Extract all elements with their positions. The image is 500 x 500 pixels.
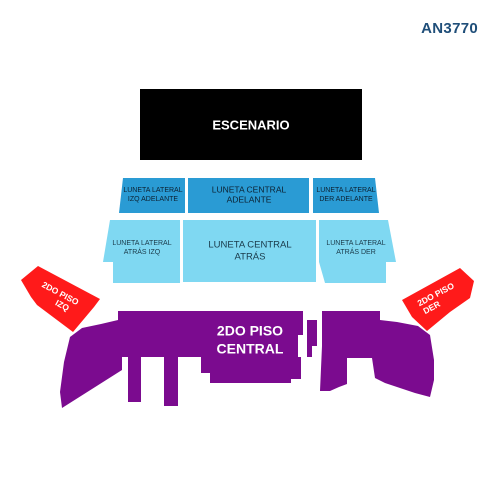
section-luneta-lateral-der-adelante[interactable]: LUNETA LATERAL DER ADELANTE [313,178,379,213]
section-luneta-central-atras[interactable]: LUNETA CENTRAL ATRÁS [183,220,316,282]
venue-code: AN3770 [421,20,478,37]
stage-section: ESCENARIO [140,89,362,160]
section-luneta-central-adelante[interactable]: LUNETA CENTRAL ADELANTE [188,178,309,213]
section-luneta-lateral-atras-izq[interactable]: LUNETA LATERAL ATRÁS IZQ [103,220,180,283]
section-2do-piso-der[interactable]: 2DO PISO DER [402,268,474,331]
section-luneta-lateral-izq-adelante[interactable]: LUNETA LATERAL IZQ ADELANTE [119,178,185,213]
section-2do-piso-central[interactable]: 2DO PISO CENTRAL [60,311,434,408]
section-2do-piso-izq[interactable]: 2DO PISO IZQ [21,266,100,332]
section-luneta-lateral-atras-der[interactable]: LUNETA LATERAL ATRÁS DER [319,220,396,283]
